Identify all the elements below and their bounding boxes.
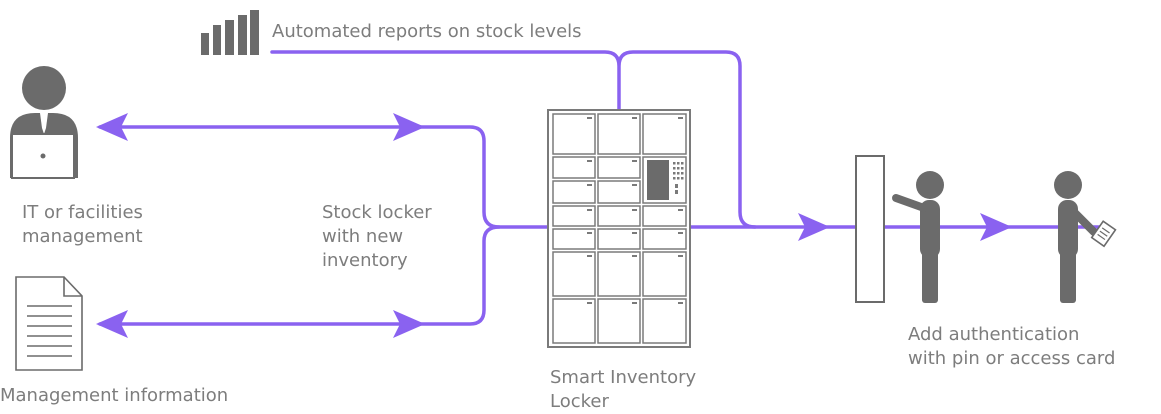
locker-icon (547, 109, 691, 348)
access-gate-icon (855, 155, 885, 303)
smart-inventory-locker-label: Smart Inventory Locker (550, 367, 697, 412)
reports-flow-line (270, 50, 757, 229)
person-with-laptop-icon (10, 66, 78, 179)
management-information-label: Management information (0, 385, 229, 406)
arrow-right-gate (798, 213, 830, 241)
arrow-left-mi (96, 310, 128, 338)
document-icon (15, 276, 83, 371)
arrow-left-it (96, 113, 128, 141)
bar-chart-icon (201, 10, 259, 55)
flow-arrowheads (96, 113, 1012, 338)
locker-keypad (642, 156, 687, 204)
person-with-card-icon (1054, 171, 1117, 303)
it-management-label: IT or facilities management (22, 202, 143, 247)
arrow-right-it (393, 113, 425, 141)
person-icon (892, 171, 944, 303)
reports-label: Automated reports on stock levels (272, 21, 582, 42)
arrow-right-auth (980, 213, 1012, 241)
flow-lines (98, 50, 1102, 326)
management-info-flow-line (98, 225, 501, 326)
arrow-right-mi (393, 310, 425, 338)
stock-locker-label: Stock locker with new inventory (322, 202, 432, 271)
authentication-label: Add authentication with pin or access ca… (908, 324, 1116, 369)
